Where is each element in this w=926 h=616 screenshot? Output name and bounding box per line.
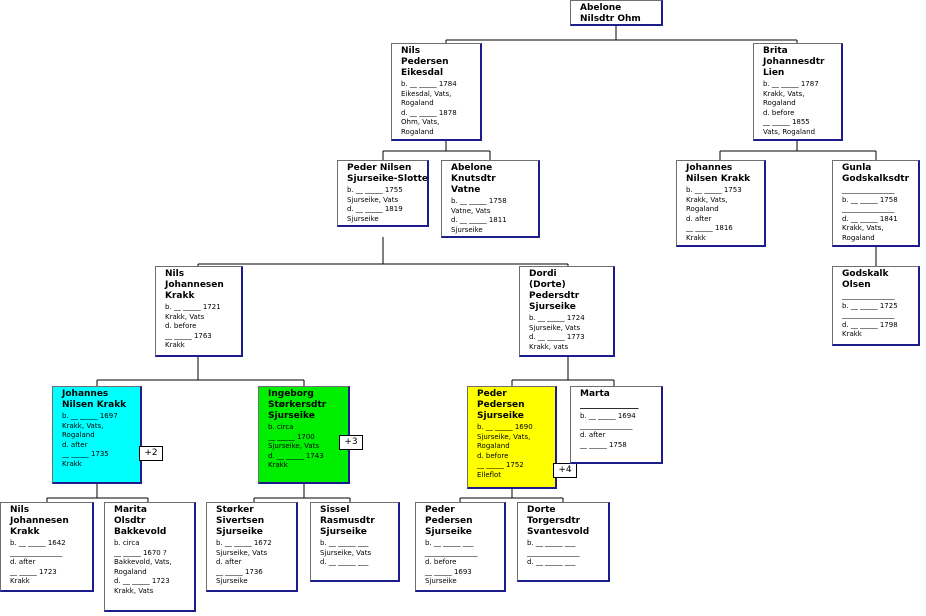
person-box-abelone-nilsdtr-ohm[interactable]: Abelone Nilsdtr Ohm [570, 0, 663, 26]
person-box-sissel-rasmusdtr-sjurseike[interactable]: Sissel Rasmusdtr Sjurseike b. __ _____ _… [310, 502, 400, 582]
person-name: Peder Pedersen Sjurseike [477, 389, 525, 421]
person-details: b. __ _____ 1697 Krakk, Vats, Rogaland d… [62, 412, 118, 468]
person-details: _______________ b. __ _____ 1758 _______… [842, 186, 898, 242]
person-name: Dorte Torgersdtr Svantesvold [527, 505, 590, 537]
person-name: Abelone Nilsdtr Ohm [580, 3, 641, 24]
person-name: Dordi (Dorte) Pedersdtr Sjurseike [529, 269, 580, 312]
person-details: b. __ _____ ___ Sjurseike, Vats d. __ __… [320, 539, 372, 566]
person-box-godskalk-olsen[interactable]: Godskalk Olsen _______________ b. __ ___… [832, 266, 920, 346]
person-box-nils-pedersen-eikesdal[interactable]: Nils Pedersen Eikesdal b. __ _____ 1784 … [391, 43, 482, 141]
person-box-johannes-nilsen-krakk-1753[interactable]: Johannes Nilsen Krakk b. __ _____ 1753 K… [676, 160, 766, 247]
person-box-storker-sivertsen-sjurseike[interactable]: Størker Sivertsen Sjurseike b. __ _____ … [206, 502, 298, 592]
person-name: Johannes Nilsen Krakk [62, 389, 127, 410]
person-details: b. circa __ _____ 1670 ? Bakkevold, Vats… [114, 539, 172, 595]
person-box-ingeborg-storkersdtr-sjurseike[interactable]: Ingeborg Størkersdtr Sjurseike b. circa … [258, 386, 350, 484]
person-box-johannes-nilsen-krakk-1697[interactable]: Johannes Nilsen Krakk b. __ _____ 1697 K… [52, 386, 142, 484]
person-box-marta[interactable]: Marta _____________ b. __ _____ 1694 ___… [570, 386, 663, 464]
person-name: Marta _____________ [580, 389, 639, 410]
expand-children-badge[interactable]: +2 [139, 446, 163, 461]
person-name: Abelone Knutsdtr Vatne [451, 163, 496, 195]
person-box-peder-pedersen-sjurseike-1690[interactable]: Peder Pedersen Sjurseike b. __ _____ 169… [467, 386, 557, 489]
person-name: Nils Pedersen Eikesdal [401, 46, 449, 78]
person-box-peder-pedersen-sjurseike-1693[interactable]: Peder Pedersen Sjurseike b. __ _____ ___… [415, 502, 506, 592]
person-details: b. __ _____ 1787 Krakk, Vats, Rogaland d… [763, 80, 819, 136]
person-box-brita-johannesdtr-lien[interactable]: Brita Johannesdtr Lien b. __ _____ 1787 … [753, 43, 843, 141]
person-name: Ingeborg Størkersdtr Sjurseike [268, 389, 327, 421]
person-name: Nils Johannesen Krakk [10, 505, 69, 537]
person-box-dorte-torgersdtr-svantesvold[interactable]: Dorte Torgersdtr Svantesvold b. __ _____… [517, 502, 610, 582]
person-details: b. __ _____ ___ _______________ d. __ __… [527, 539, 580, 566]
person-box-nils-johannesen-krakk-1721[interactable]: Nils Johannesen Krakk b. __ _____ 1721 K… [155, 266, 243, 357]
person-name: Brita Johannesdtr Lien [763, 46, 825, 78]
expand-children-badge[interactable]: +3 [339, 435, 363, 450]
person-box-marita-olsdtr-bakkevold[interactable]: Marita Olsdtr Bakkevold b. circa __ ____… [104, 502, 196, 612]
person-name: Gunla Godskalksdtr [842, 163, 910, 184]
person-details: b. __ _____ 1758 Vatne, Vats d. __ _____… [451, 197, 507, 234]
person-details: b. __ _____ 1755 Sjurseike, Vats d. __ _… [347, 186, 403, 223]
person-details: b. circa __ _____ 1700 Sjurseike, Vats d… [268, 423, 324, 469]
person-details: b. __ _____ 1721 Krakk, Vats d. before _… [165, 303, 221, 349]
person-name: Peder Pedersen Sjurseike [425, 505, 473, 537]
person-box-abelone-knutsdtr-vatne[interactable]: Abelone Knutsdtr Vatne b. __ _____ 1758 … [441, 160, 540, 238]
person-name: Peder Nilsen Sjurseike-Slotte [347, 163, 428, 184]
person-details: b. __ _____ ___ _______________ d. befor… [425, 539, 478, 585]
person-details: b. __ _____ 1642 _______________ d. afte… [10, 539, 66, 585]
person-name: Marita Olsdtr Bakkevold [114, 505, 167, 537]
person-details: b. __ _____ 1690 Sjurseike, Vats, Rogala… [477, 423, 533, 479]
person-box-peder-nilsen-sjurseike-slotte[interactable]: Peder Nilsen Sjurseike-Slotte b. __ ____… [337, 160, 429, 227]
person-details: _______________ b. __ _____ 1725 _______… [842, 292, 898, 338]
person-details: b. __ _____ 1694 _______________ d. afte… [580, 412, 636, 449]
person-details: b. __ _____ 1724 Sjurseike, Vats d. __ _… [529, 314, 585, 351]
person-box-gunla-godskalksdtr[interactable]: Gunla Godskalksdtr _______________ b. __… [832, 160, 920, 247]
person-details: b. __ _____ 1784 Eikesdal, Vats, Rogalan… [401, 80, 457, 136]
person-details: b. __ _____ 1753 Krakk, Vats, Rogaland d… [686, 186, 742, 242]
expand-children-badge[interactable]: +4 [553, 463, 577, 478]
person-name: Størker Sivertsen Sjurseike [216, 505, 265, 537]
person-name: Godskalk Olsen [842, 269, 889, 290]
person-box-nils-johannesen-krakk-1642[interactable]: Nils Johannesen Krakk b. __ _____ 1642 _… [0, 502, 94, 592]
person-name: Sissel Rasmusdtr Sjurseike [320, 505, 375, 537]
person-name: Nils Johannesen Krakk [165, 269, 224, 301]
person-box-dordi-pedersdtr-sjurseike[interactable]: Dordi (Dorte) Pedersdtr Sjurseike b. __ … [519, 266, 615, 357]
person-details: b. __ _____ 1672 Sjurseike, Vats d. afte… [216, 539, 272, 585]
person-name: Johannes Nilsen Krakk [686, 163, 751, 184]
